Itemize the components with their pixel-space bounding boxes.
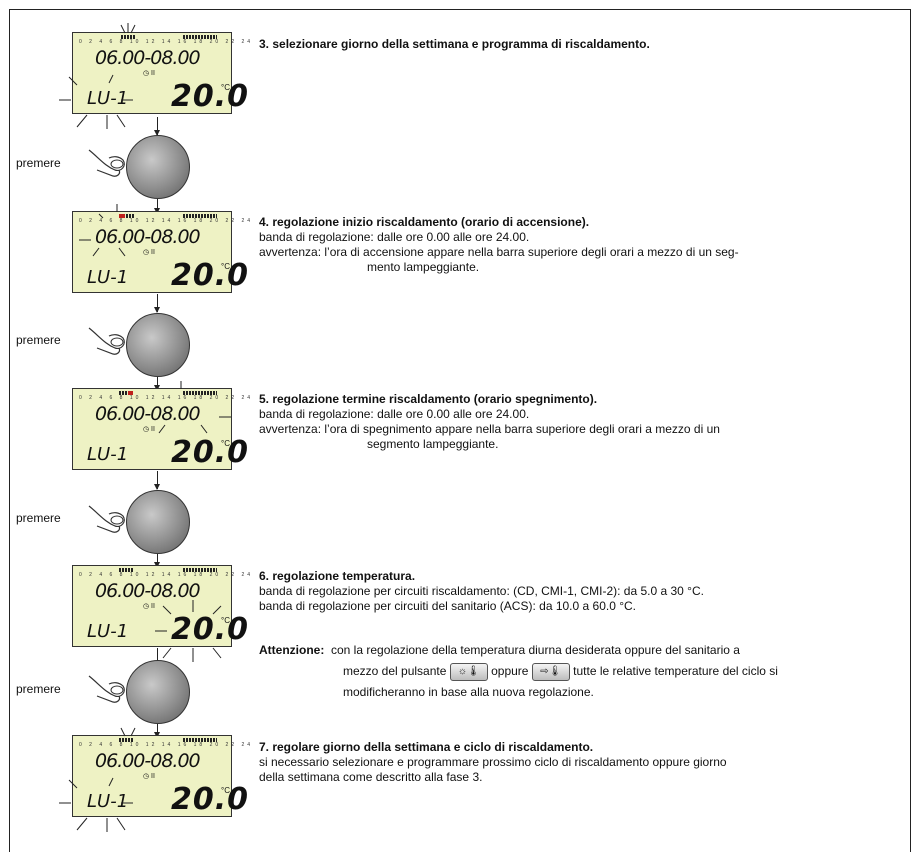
lcd-temperature: 20.0 [171, 435, 250, 470]
flow-arrow [154, 471, 160, 490]
lcd-hour-scale: 0 2 4 6 8 10 12 14 16 18 20 22 24 [79, 572, 254, 578]
lcd-bar-blinking [119, 214, 125, 218]
lcd-clock-icon: ◷ II [143, 249, 155, 256]
step-text: si necessario selezionare e programmare … [259, 755, 727, 769]
step-text: banda di regolazione: dalle ore 0.00 all… [259, 230, 530, 244]
lcd-hour-scale: 0 2 4 6 8 10 12 14 16 18 20 22 24 [79, 39, 254, 45]
sun-temperature-button-icon: ☼🌡 [449, 662, 488, 681]
step-text: banda di regolazione: dalle ore 0.00 all… [259, 407, 530, 421]
press-label: premere [16, 511, 61, 525]
lcd-unit: °C [221, 786, 230, 795]
step-4: 4. regolazione inizio riscaldamento (ora… [259, 215, 899, 275]
flow-arrow [154, 294, 160, 313]
lcd-temperature: 20.0 [171, 782, 250, 817]
lcd-display-step6: 0 2 4 6 8 10 12 14 16 18 20 22 24 06.00-… [72, 565, 250, 662]
step-text: della settimana come descritto alla fase… [259, 770, 483, 784]
step-heading: 3. selezionare giorno della settimana e … [259, 37, 650, 51]
attention-text: mezzo del pulsante [343, 664, 447, 678]
lcd-bar [121, 35, 135, 39]
lcd-display-step7: 0 2 4 6 8 10 12 14 16 18 20 22 24 06.00-… [59, 727, 250, 832]
hand-icon [88, 505, 125, 533]
lcd-day: LU-1 [87, 791, 129, 812]
lcd-bar [126, 214, 134, 218]
lcd-temperature: 20.0 [171, 79, 250, 114]
lcd-bar [183, 214, 217, 218]
lcd-temperature: 20.0 [171, 612, 250, 647]
step-heading: 7. regolare giorno della settimana e cic… [259, 740, 594, 754]
rotary-knob[interactable] [126, 490, 190, 554]
lcd-hour-scale: 0 2 4 6 8 10 12 14 16 18 20 22 24 [79, 742, 254, 748]
lcd-unit: °C [221, 262, 230, 271]
lcd-hour-scale: 0 2 4 6 8 10 12 14 16 18 20 22 24 [79, 218, 254, 224]
lcd-day: LU-1 [87, 444, 129, 465]
lcd-clock-icon: ◷ II [143, 70, 155, 77]
lcd-display-step5: 0 2 4 6 8 10 12 14 16 18 20 22 24 06.00-… [72, 381, 250, 470]
attention-text: modificheranno in base alla nuova regola… [343, 685, 594, 699]
lcd-bar [119, 568, 133, 572]
lcd-bar [183, 568, 217, 572]
lcd-bar [119, 738, 133, 742]
press-label: premere [16, 682, 61, 696]
lcd-clock-icon: ◷ II [143, 426, 155, 433]
page-frame [9, 9, 911, 852]
rotary-knob[interactable] [126, 313, 190, 377]
lcd-hour-scale: 0 2 4 6 8 10 12 14 16 18 20 22 24 [79, 395, 254, 401]
step-5: 5. regolazione termine riscaldamento (or… [259, 392, 899, 452]
lcd-unit: °C [221, 616, 230, 625]
rotary-knob[interactable] [126, 135, 190, 199]
step-text: avvertenza: l’ora di accensione appare n… [259, 245, 739, 259]
arrow-temperature-button-icon: ⇨🌡 [531, 662, 570, 681]
lcd-unit: °C [221, 439, 230, 448]
step-text: banda di regolazione per circuiti del sa… [259, 599, 637, 613]
attention-note: Attenzione: con la regolazione della tem… [259, 640, 899, 703]
hand-icon [88, 327, 125, 355]
lcd-temperature: 20.0 [171, 258, 250, 293]
lcd-time-range: 06.00-08.00 [95, 750, 201, 772]
step-6: 6. regolazione temperatura. banda di reg… [259, 569, 899, 614]
lcd-clock-icon: ◷ II [143, 773, 155, 780]
lcd-bar [183, 391, 217, 395]
step-text: avvertenza: l’ora di spegnimento appare … [259, 422, 720, 436]
step-text: banda di regolazione per circuiti riscal… [259, 584, 704, 598]
step-text: segmento lampeggiante. [367, 437, 499, 451]
lcd-day: LU-1 [87, 621, 129, 642]
press-label: premere [16, 333, 61, 347]
lcd-time-range: 06.00-08.00 [95, 226, 201, 248]
lcd-time-range: 06.00-08.00 [95, 47, 201, 69]
step-3: 3. selezionare giorno della settimana e … [259, 37, 650, 52]
hand-icon [88, 149, 125, 177]
lcd-day: LU-1 [87, 88, 129, 109]
lcd-bar [183, 35, 217, 39]
lcd-time-range: 06.00-08.00 [95, 580, 201, 602]
step-heading: 5. regolazione termine riscaldamento (or… [259, 392, 598, 406]
step-heading: 6. regolazione temperatura. [259, 569, 416, 583]
lcd-bar [119, 391, 127, 395]
lcd-unit: °C [221, 83, 230, 92]
lcd-clock-icon: ◷ II [143, 603, 155, 610]
lcd-time-range: 06.00-08.00 [95, 403, 201, 425]
attention-label: Attenzione: [259, 643, 325, 657]
attention-text: oppure [491, 664, 529, 678]
rotary-knob[interactable] [126, 660, 190, 724]
lcd-day: LU-1 [87, 267, 129, 288]
flow-arrow [154, 117, 160, 136]
step-text: mento lampeggiante. [367, 260, 480, 274]
press-label: premere [16, 156, 61, 170]
lcd-bar-blinking [128, 391, 133, 395]
attention-text: tutte le relative temperature del ciclo … [573, 664, 778, 678]
step-7: 7. regolare giorno della settimana e cic… [259, 740, 899, 785]
step-heading: 4. regolazione inizio riscaldamento (ora… [259, 215, 590, 229]
lcd-display-step4: 0 2 4 6 8 10 12 14 16 18 20 22 24 06.00-… [72, 204, 250, 293]
lcd-bar [183, 738, 217, 742]
attention-text: con la regolazione della temperatura diu… [331, 643, 740, 657]
lcd-display-step3: 0 2 4 6 8 10 12 14 16 18 20 22 24 06.00-… [59, 23, 250, 129]
hand-icon [88, 675, 125, 703]
